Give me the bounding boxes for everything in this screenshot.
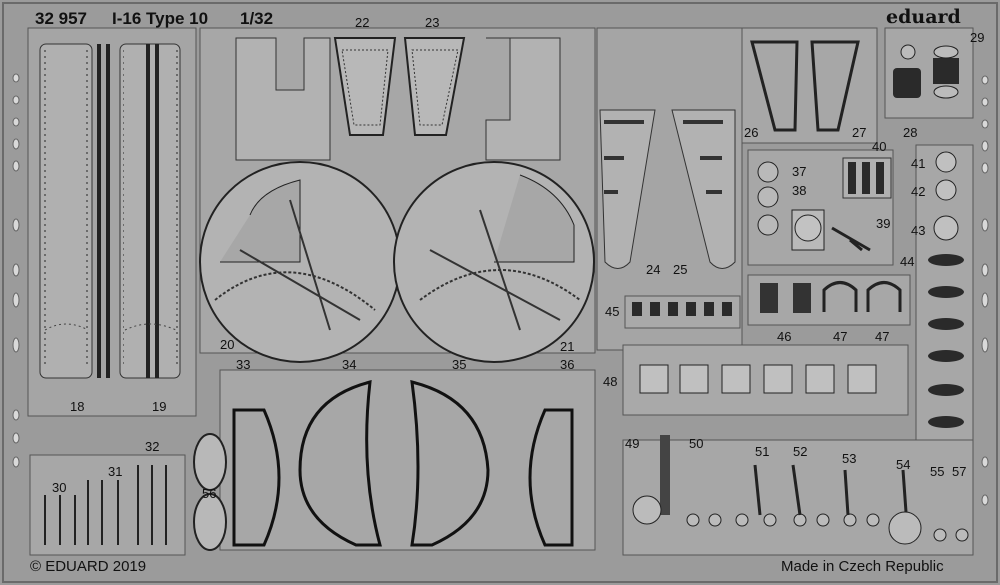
- brand-logo: eduard: [886, 6, 961, 28]
- parts-49-57: [622, 435, 974, 556]
- part-label: 39: [876, 216, 891, 231]
- fret-code: 32 957: [35, 9, 87, 28]
- part-label: 55: [930, 464, 945, 479]
- parts-37-39: [747, 149, 894, 266]
- part-40: [842, 157, 892, 199]
- parts-18-19: [27, 27, 197, 417]
- part-label: 25: [673, 262, 688, 277]
- part-label: 33: [236, 357, 251, 372]
- part-label: 32: [145, 439, 160, 454]
- part-label: 31: [108, 464, 123, 479]
- part-label: 20: [220, 337, 235, 352]
- part-label: 54: [896, 457, 911, 472]
- part-label: 56: [202, 486, 217, 501]
- part-label: 30: [52, 480, 67, 495]
- part-label: 26: [744, 125, 759, 140]
- part-label: 22: [355, 15, 370, 30]
- part-label: 47: [875, 329, 890, 344]
- part-label: 43: [911, 223, 926, 238]
- part-label: 45: [605, 304, 620, 319]
- part-label: 27: [852, 125, 867, 140]
- parts-33-36: [219, 369, 596, 551]
- part-label: 38: [792, 183, 807, 198]
- part-label: 29: [970, 30, 985, 45]
- parts-26-27: [741, 27, 878, 144]
- part-label: 51: [755, 444, 770, 459]
- part-label: 37: [792, 164, 807, 179]
- parts-41-44: [915, 144, 974, 446]
- part-45: [624, 295, 741, 329]
- part-label: 49: [625, 436, 640, 451]
- part-label: 19: [152, 399, 167, 414]
- part-label: 53: [842, 451, 857, 466]
- part-label: 41: [911, 156, 926, 171]
- part-label: 44: [900, 254, 915, 269]
- part-label: 48: [603, 374, 618, 389]
- part-48: [622, 344, 909, 416]
- part-label: 23: [425, 15, 440, 30]
- fret-scale: 1/32: [240, 9, 274, 28]
- origin-text: Made in Czech Republic: [781, 558, 944, 575]
- part-label: 42: [911, 184, 926, 199]
- fret-holes: [12, 73, 989, 506]
- copyright-text: © EDUARD 2019: [30, 558, 147, 575]
- part-label: 50: [689, 436, 704, 451]
- parts-46-47: [747, 274, 911, 326]
- parts-30-32: [29, 433, 227, 556]
- part-label: 57: [952, 464, 967, 479]
- part-label: 35: [452, 357, 467, 372]
- part-label: 18: [70, 399, 85, 414]
- part-label: 24: [646, 262, 661, 277]
- fret-title: I-16 Type 10: [112, 9, 209, 28]
- part-label: 34: [342, 357, 357, 372]
- part-label: 36: [560, 357, 575, 372]
- parts-20-23: [199, 27, 596, 363]
- part-label: 28: [903, 125, 918, 140]
- part-label: 52: [793, 444, 808, 459]
- part-label: 47: [833, 329, 848, 344]
- part-label: 21: [560, 339, 575, 354]
- parts-28-29: [884, 27, 974, 119]
- part-label: 46: [777, 329, 792, 344]
- part-label: 40: [872, 139, 887, 154]
